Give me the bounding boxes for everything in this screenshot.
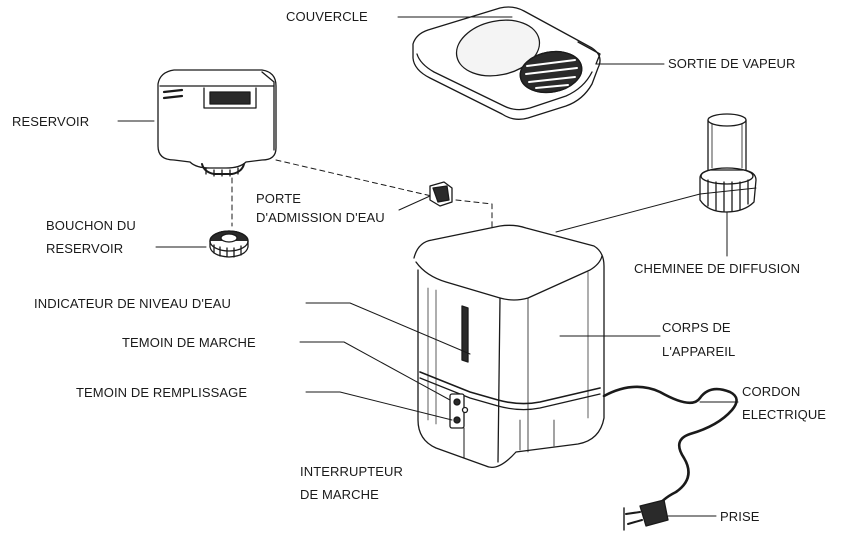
label-cordon-line2: ELECTRIQUE xyxy=(742,407,827,422)
label-cordon-line1: CORDON xyxy=(742,384,801,399)
plug-drawing xyxy=(623,499,669,531)
water-inlet-drawing xyxy=(429,181,453,207)
label-temoin-de-marche: TEMOIN DE MARCHE xyxy=(122,335,256,350)
label-couvercle: COUVERCLE xyxy=(286,9,368,24)
label-porte-line2: D'ADMISSION D'EAU xyxy=(256,210,385,225)
steam-outlet-drawing xyxy=(519,50,583,94)
label-cheminee-de-diffusion: CHEMINEE DE DIFFUSION xyxy=(634,261,801,276)
appliance-body-drawing xyxy=(413,224,605,469)
reservoir-drawing xyxy=(157,69,277,177)
label-bouchon-line1: BOUCHON DU xyxy=(46,218,136,233)
label-indicateur-niveau: INDICATEUR DE NIVEAU D'EAU xyxy=(34,296,231,311)
label-temoin-de-remplissage: TEMOIN DE REMPLISSAGE xyxy=(76,385,248,400)
leader-lines xyxy=(117,16,757,517)
label-bouchon-line2: RESERVOIR xyxy=(46,241,124,256)
label-interrupteur-line2: DE MARCHE xyxy=(300,487,379,502)
label-reservoir: RESERVOIR xyxy=(12,114,90,129)
power-cord-drawing xyxy=(602,385,738,512)
label-corps-line2: L'APPAREIL xyxy=(662,344,736,359)
label-interrupteur-line1: INTERRUPTEUR xyxy=(300,464,404,479)
diffusion-chimney-drawing xyxy=(699,113,757,213)
label-prise: PRISE xyxy=(720,509,760,524)
label-porte-line1: PORTE xyxy=(256,191,302,206)
label-corps-line1: CORPS DE xyxy=(662,320,731,335)
reservoir-cap-drawing xyxy=(209,230,249,258)
label-sortie-de-vapeur: SORTIE DE VAPEUR xyxy=(668,56,796,71)
